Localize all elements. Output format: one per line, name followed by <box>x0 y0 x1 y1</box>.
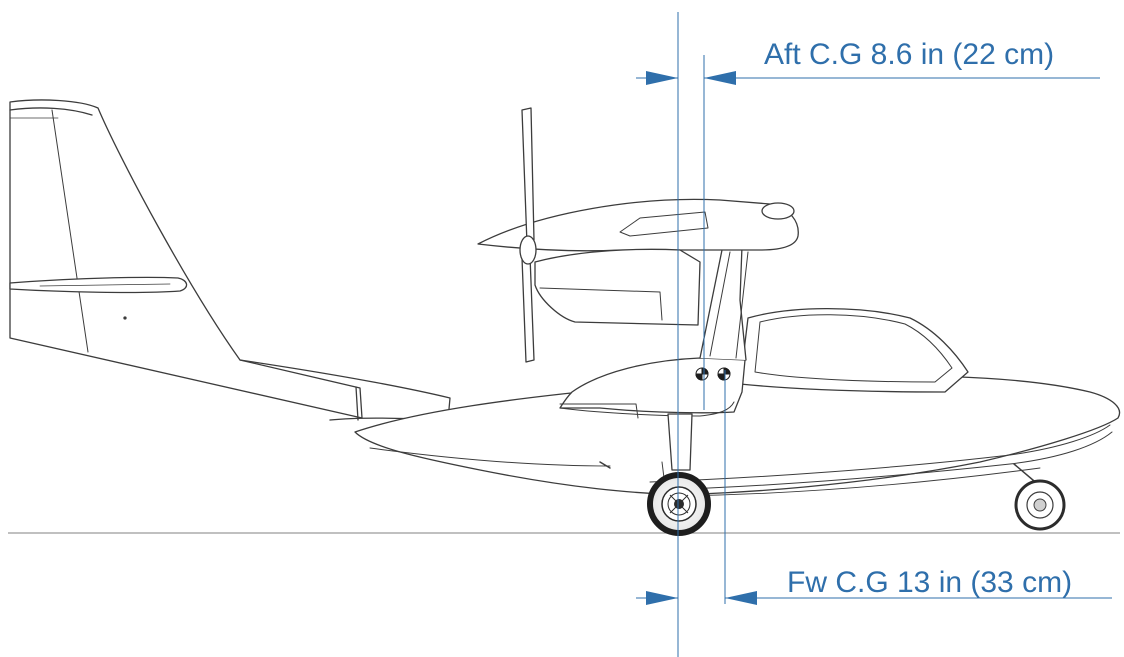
engine-nacelle <box>534 248 701 326</box>
propeller <box>521 107 535 245</box>
cg-marker-aft <box>717 367 731 381</box>
main-gear-leg <box>667 413 693 471</box>
wing-sponson <box>559 357 746 414</box>
cg-marker-forward <box>695 367 709 381</box>
aft-arrow-left <box>646 71 678 85</box>
fw-arrow-left <box>646 591 678 605</box>
aft-arrow-right <box>704 71 736 85</box>
vertical-tail <box>9 99 363 419</box>
main-wheel <box>647 472 711 536</box>
fw-cg-label: Fw C.G 13 in (33 cm) <box>787 566 1073 599</box>
fw-arrow-right <box>725 591 757 605</box>
aircraft-outline <box>9 99 1121 497</box>
nose-wheel <box>1014 479 1066 531</box>
tail-boom <box>239 359 451 421</box>
canopy <box>739 308 969 393</box>
dimension-lines <box>636 12 1112 657</box>
wing-pylon <box>699 245 747 361</box>
aft-cg-label: Aft C.G 8.6 in (22 cm) <box>764 38 1055 71</box>
